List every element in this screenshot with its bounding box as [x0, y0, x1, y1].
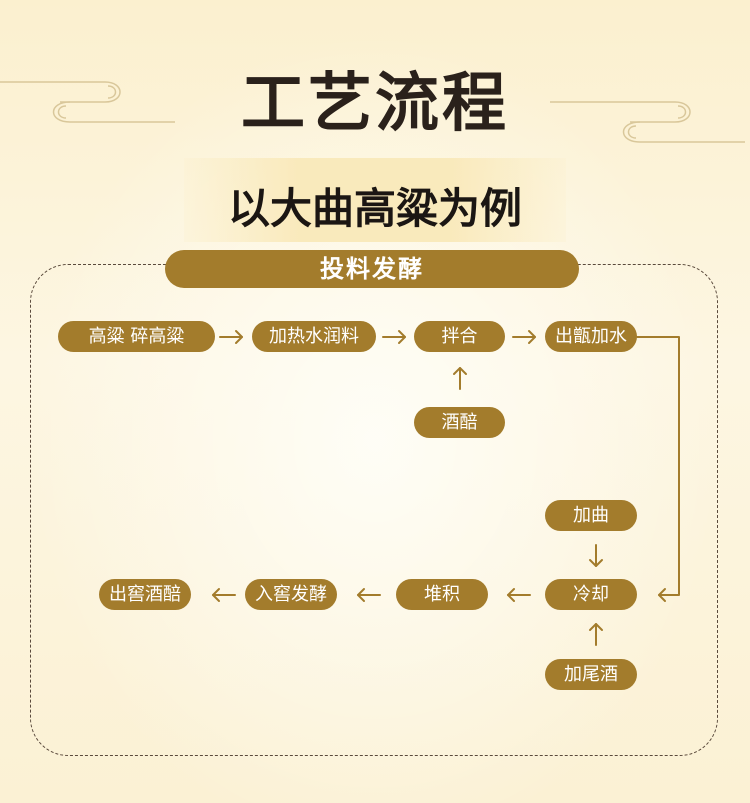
node-cool: 冷却 — [545, 579, 637, 610]
arrow-right-1 — [219, 330, 243, 344]
arrow-left-1 — [507, 588, 531, 602]
subtitle: 以大曲高粱为例 — [227, 184, 522, 233]
node-sorghum: 高粱 碎高粱 — [58, 321, 215, 352]
node-mix: 拌合 — [414, 321, 505, 352]
node-add-qu: 加曲 — [545, 500, 637, 531]
left-cloud-decoration — [0, 81, 175, 123]
node-tail-wine: 加尾酒 — [545, 659, 637, 690]
node-cellar: 入窖发酵 — [245, 579, 337, 610]
page-title: 工艺流程 — [241, 67, 509, 141]
arrow-down-qu — [589, 544, 603, 567]
connector-steam-to-cool — [636, 336, 680, 602]
node-steam-water: 出甑加水 — [545, 321, 637, 352]
section-header: 投料发酵 — [165, 250, 579, 288]
node-heat-water: 加热水润料 — [252, 321, 376, 352]
arrow-up-yeast — [453, 367, 467, 390]
node-out: 出窖酒醅 — [99, 579, 191, 610]
arrow-up-tail — [589, 623, 603, 646]
arrow-left-2 — [357, 588, 381, 602]
node-yeast-mash: 酒醅 — [414, 407, 505, 438]
node-pile: 堆积 — [396, 579, 488, 610]
subtitle-banner — [184, 158, 566, 242]
arrow-right-2 — [382, 330, 406, 344]
arrow-right-3 — [512, 330, 536, 344]
right-cloud-decoration — [550, 101, 745, 143]
arrow-left-3 — [212, 588, 236, 602]
